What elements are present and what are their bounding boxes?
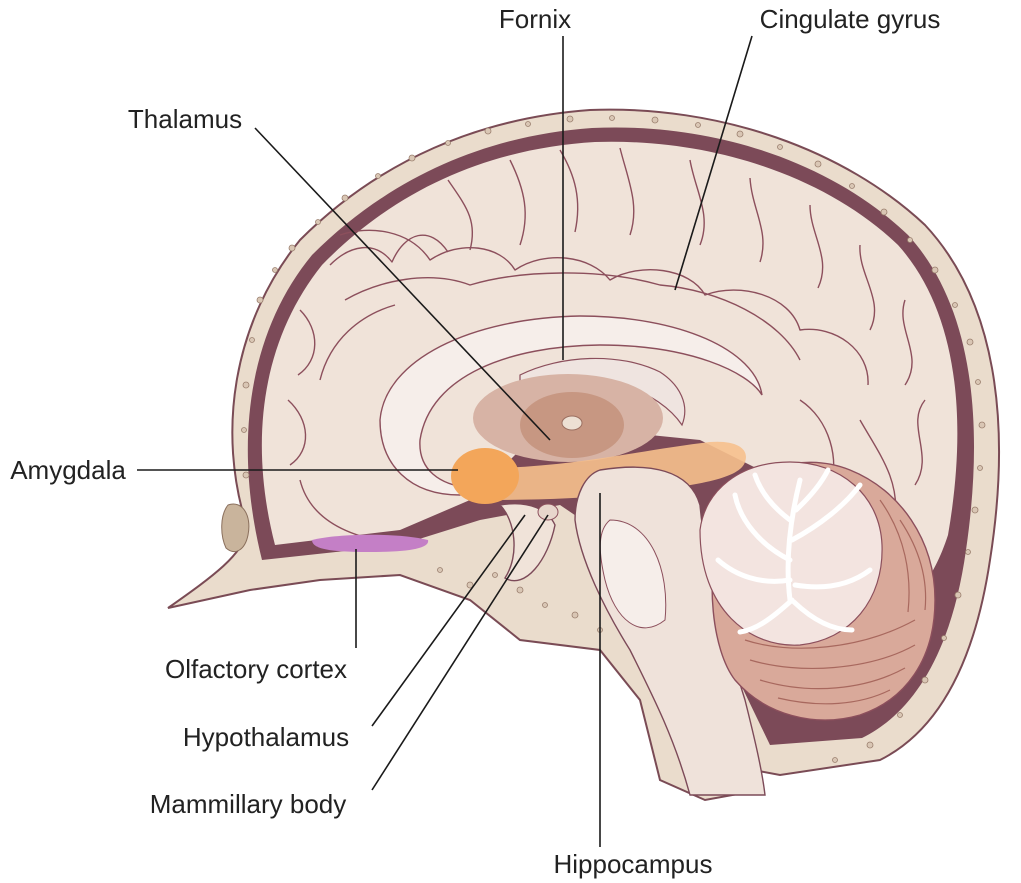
amygdala — [451, 448, 519, 504]
label-fornix: Fornix — [499, 4, 571, 34]
leader-mammillary-body — [371, 514, 549, 791]
label-mammillary-body: Mammillary body — [150, 789, 347, 819]
olfactory-cortex — [312, 534, 429, 552]
leader-hypothalamus — [371, 514, 526, 727]
arbor-vitae — [715, 467, 873, 635]
label-cingulate-gyrus: Cingulate gyrus — [760, 4, 941, 34]
interthalamic-adhesion — [561, 415, 583, 431]
label-thalamus: Thalamus — [128, 104, 242, 134]
label-hippocampus: Hippocampus — [554, 849, 713, 879]
leader-thalamus — [254, 127, 551, 441]
label-hypothalamus: Hypothalamus — [183, 722, 349, 752]
leader-cingulate-gyrus — [674, 35, 753, 291]
gyrus-folds — [287, 147, 926, 546]
skull-texture — [241, 115, 986, 763]
mammillary-body — [537, 503, 559, 521]
leader-lines — [137, 35, 753, 847]
cerebellum-folia — [744, 499, 927, 705]
label-amygdala: Amygdala — [10, 455, 126, 485]
sinus — [221, 503, 250, 552]
hypothalamus-region — [498, 503, 556, 582]
label-olfactory-cortex: Olfactory cortex — [165, 654, 347, 684]
